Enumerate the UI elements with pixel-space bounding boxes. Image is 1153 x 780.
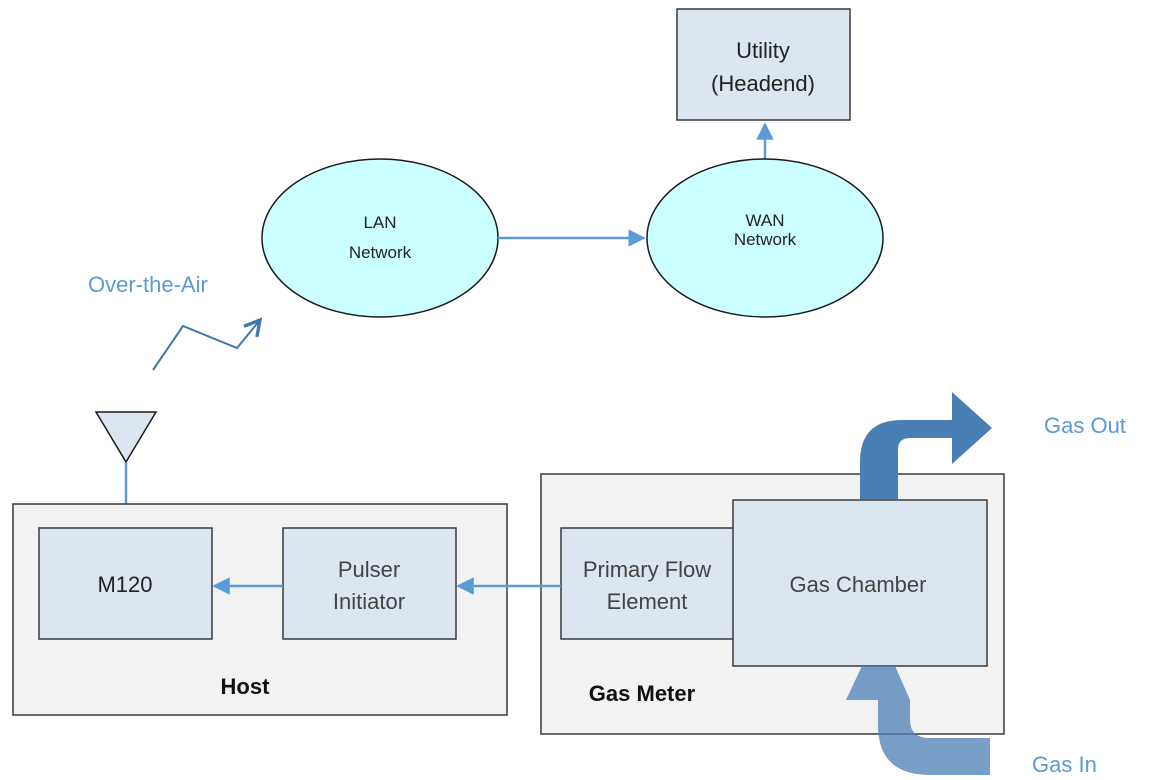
lan-network-label: Network [349,243,412,262]
host-label: Host [221,674,271,699]
gas-meter-label: Gas Meter [589,681,696,706]
gas-in-flow-arrow [846,666,990,775]
primary-flow-label: Primary Flow [583,557,711,582]
utility-label: Utility [736,38,790,63]
element-label: Element [607,589,688,614]
lan-network-node: LAN Network [261,158,499,318]
over-the-air-label: Over-the-Air [88,272,208,297]
gas-chamber-label: Gas Chamber [790,572,927,597]
gas-in-label: Gas In [1032,752,1097,777]
gas-out-flow-overlay [860,470,898,500]
m120-label: M120 [97,572,152,597]
m120-box: M120 [38,527,213,640]
utility-headend-box: Utility (Headend) [676,8,851,121]
lan-label: LAN [363,213,396,232]
pulser-initiator-box: Pulser Initiator [282,527,457,640]
wireless-signal-icon [152,320,260,371]
wan-label: WAN [745,211,784,230]
pulser-label: Pulser [338,557,400,582]
primary-flow-element-box: Primary Flow Element [560,527,735,640]
initiator-label: Initiator [333,589,405,614]
wan-network-node: WAN Network [646,158,884,318]
headend-label: (Headend) [711,71,815,96]
gas-out-label: Gas Out [1044,413,1126,438]
gas-chamber-box: Gas Chamber [732,499,988,667]
wan-network-label: Network [734,230,797,249]
